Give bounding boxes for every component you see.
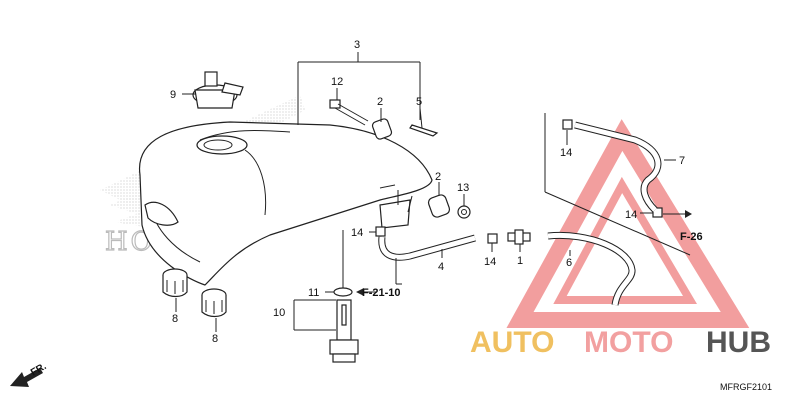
- o-ring-packing: [333, 287, 353, 297]
- triangle-outer: [506, 119, 750, 328]
- leader-lines: [175, 52, 676, 332]
- callout-4: 4: [438, 261, 444, 273]
- watermark-moto: MOTO: [584, 326, 673, 359]
- overflow-hose: [574, 121, 662, 213]
- callout-8-right: 8: [212, 333, 218, 345]
- ref-bracket-f26: [544, 113, 692, 256]
- front-direction-arrow: FR.: [10, 361, 49, 387]
- callout-13: 13: [457, 182, 469, 194]
- callout-1: 1: [517, 255, 523, 267]
- callout-2-top: 2: [377, 96, 383, 108]
- callout-7: 7: [679, 155, 685, 167]
- callout-11: 11: [308, 287, 319, 299]
- ref-f-26-text: F-26: [680, 231, 703, 243]
- watermark-text: AUTO MOTO HUB: [470, 326, 771, 359]
- rubber-bushing-top: [371, 118, 393, 140]
- callout-labels: 3 12 2 5 9 2 13 14 14 14 14 1 4 6 7 11 1…: [170, 39, 685, 345]
- tank-cushion-a: [162, 268, 188, 298]
- collar: [457, 205, 471, 219]
- callout-2-side: 2: [435, 171, 441, 183]
- fuel-tank: [138, 121, 433, 286]
- ref-f-21-10: F-21-10: [356, 287, 401, 299]
- clip-c: [562, 119, 573, 130]
- drain-hose: [547, 231, 636, 306]
- fuel-cap: [192, 71, 244, 109]
- clip-b: [487, 233, 498, 244]
- ref-f-21-10-text: F-21-10: [362, 287, 401, 299]
- callout-8-left: 8: [172, 313, 178, 325]
- breather-hose: [378, 234, 476, 261]
- callout-14-upper: 14: [560, 147, 572, 159]
- rubber-bushing-side: [427, 194, 451, 218]
- callout-14-mid: 14: [484, 256, 496, 268]
- clip-a: [375, 226, 386, 237]
- callout-10: 10: [273, 307, 285, 319]
- fr-label: FR.: [29, 361, 49, 379]
- callout-14-right: 14: [625, 209, 637, 221]
- bolt: [329, 99, 369, 126]
- callout-6: 6: [566, 257, 572, 269]
- caution-label: [409, 124, 439, 137]
- watermark-auto: AUTO: [470, 326, 554, 359]
- watermark-hub: HUB: [706, 326, 771, 359]
- callout-3: 3: [354, 39, 360, 51]
- fuel-sensor-unit: [329, 299, 359, 363]
- hose-joint: [507, 229, 531, 245]
- callout-12: 12: [331, 76, 343, 88]
- callout-14-left: 14: [351, 227, 363, 239]
- diagram-code: MFRGF2101: [720, 382, 772, 392]
- callout-5: 5: [416, 96, 422, 108]
- tank-cushion-b: [201, 288, 227, 318]
- callout-9: 9: [170, 89, 176, 101]
